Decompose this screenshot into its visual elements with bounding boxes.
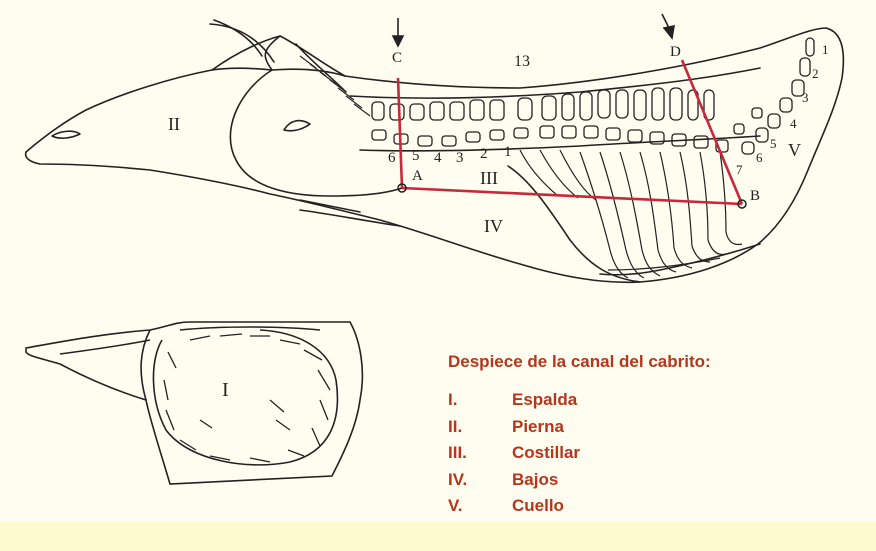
legend-name: Cuello (512, 496, 564, 515)
legend-roman: V. (448, 496, 463, 515)
lumbar-number: 6 (388, 150, 396, 166)
cut-line-c-a (396, 77, 404, 189)
cut-line-a-b (401, 186, 743, 206)
footer-band (0, 522, 876, 551)
cross-section-hatch (163, 333, 331, 463)
legend-name: Bajos (512, 469, 559, 489)
point-label-a: A (412, 168, 423, 184)
lumbar-number: 2 (480, 146, 488, 162)
legend-item: V. Cuello (448, 496, 711, 523)
region-label-i: I (222, 379, 229, 401)
diagram-labels: II III IV V I A B C D 13 6 5 4 3 2 1 1 2… (168, 42, 829, 401)
region-label-v: V (788, 140, 801, 160)
carcass-outline (24, 27, 845, 284)
legend-roman: IV. (448, 469, 468, 489)
neck-number: 3 (802, 90, 809, 105)
neck-number: 1 (822, 42, 829, 57)
lumbar-number: 5 (412, 148, 420, 164)
point-label-c: C (392, 50, 402, 66)
neck-number: 4 (790, 116, 797, 131)
legend-item: I. Espalda (448, 390, 711, 417)
arrows (391, 13, 675, 48)
legend: Despiece de la canal del cabrito: I. Esp… (448, 352, 711, 523)
point-label-b: B (750, 188, 760, 204)
reference-points (397, 183, 747, 209)
lumbar-number: 3 (456, 150, 464, 166)
cut-lines (396, 59, 744, 206)
legend-item: III. Costillar (448, 443, 711, 470)
legend-item: II. Pierna (448, 417, 711, 444)
region-label-iii: III (480, 168, 498, 188)
legend-title: Despiece de la canal del cabrito: (448, 352, 711, 371)
vertebrae (371, 87, 729, 153)
neck-number: 6 (756, 150, 763, 165)
lumbar-number: 1 (504, 144, 512, 160)
callout-13: 13 (514, 53, 530, 70)
legend-roman: III. (448, 443, 467, 462)
legend-item: IV. Bajos (448, 470, 711, 497)
region-label-iv: IV (484, 216, 503, 236)
cross-section-shoulder (25, 321, 364, 485)
legend-roman: I. (448, 390, 458, 409)
legend-name: Espalda (512, 390, 578, 409)
region-label-ii: II (168, 114, 180, 134)
neck-number: 2 (812, 66, 819, 81)
neck-vertebrae (733, 37, 815, 155)
cut-line-d-b (680, 59, 744, 205)
legend-roman: II. (448, 416, 463, 436)
point-label-d: D (670, 44, 681, 60)
lumbar-number: 4 (434, 150, 442, 166)
neck-number: 5 (770, 136, 777, 151)
neck-number: 7 (736, 162, 743, 177)
legend-name: Costillar (512, 443, 581, 462)
spine-hatch (299, 55, 371, 117)
legend-name: Pierna (512, 416, 564, 436)
